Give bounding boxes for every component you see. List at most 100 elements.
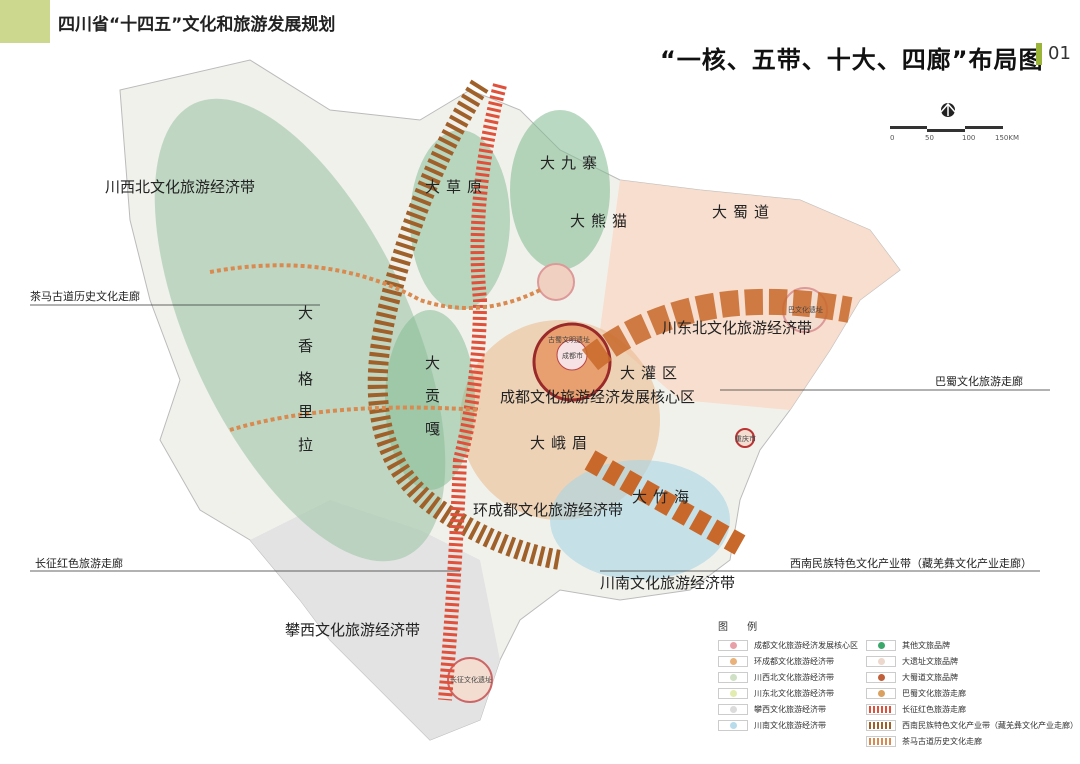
northwest-belt-label: 川西北文化旅游经济带 [105,178,255,196]
legend-swatch [718,704,748,715]
legend-item: 成都文化旅游经济发展核心区 [718,639,858,652]
legend-item: 其他文旅品牌 [866,639,1078,652]
brand-panda: 大熊猫 [570,212,633,230]
legend-label: 茶马古道历史文化走廊 [902,737,982,746]
legend-swatch-mark [877,674,885,681]
legend-swatch-mark [729,674,737,681]
legend-swatch [718,688,748,699]
northwest-belt [154,98,446,562]
tea-horse-corridor [209,263,541,432]
legend-label: 攀西文化旅游经济带 [754,705,826,714]
northeast-belt-label: 川东北文化旅游经济带 [662,319,812,337]
scale-label: 50 [925,134,934,142]
legend-label: 长征红色旅游走廊 [902,705,966,714]
page-marker [1036,43,1042,65]
legend-item: 巴蜀文化旅游走廊 [866,687,1078,700]
legend-swatch-mark [729,722,737,729]
long-march-label: 长征红色旅游走廊 [35,556,123,570]
changzheng-label: 长征文化遗址 [450,675,492,684]
brand-shudao: 大蜀道 [712,203,775,221]
tea-horse-label: 茶马古道历史文化走廊 [30,289,140,303]
brand-gongga: 大贡嘎 [423,355,441,454]
legend-item: 大遗址文旅品牌 [866,655,1078,668]
legend-label: 其他文旅品牌 [902,641,950,650]
ethnic-label: 西南民族特色文化产业带（藏羌彝文化产业走廊） [790,556,1032,570]
legend-label: 大蜀道文旅品牌 [902,673,958,682]
legend-swatch-mark [877,658,885,665]
legend-swatch-mark [869,738,893,745]
legend-label: 大遗址文旅品牌 [902,657,958,666]
scale-label: 0 [890,134,895,142]
legend-swatch [866,704,896,715]
south-belt-label: 川南文化旅游经济带 [600,574,735,592]
legend-label: 环成都文化旅游经济带 [754,657,834,666]
legend-swatch [866,672,896,683]
legend-label: 川东北文化旅游经济带 [754,689,834,698]
page-number: 01 [1048,43,1071,64]
brand-emei: 大峨眉 [530,434,593,452]
legend-swatch-mark [869,706,893,713]
legend-swatch [718,640,748,651]
legend-item: 茶马古道历史文化走廊 [866,735,1078,748]
legend-item: 大蜀道文旅品牌 [866,671,1078,684]
header-tab [0,0,50,43]
brand-irrigation: 大灌区 [620,364,683,382]
bashu-corridor [581,288,853,371]
legend-label: 川南文化旅游经济带 [754,721,826,730]
southwest-ethnic-corridor-east [584,450,746,555]
legend-swatch-mark [877,642,885,649]
bashu-label: 巴蜀文化旅游走廊 [935,374,1023,388]
ring-chengdu-belt-label: 环成都文化旅游经济带 [473,501,623,519]
legend-label: 川西北文化旅游经济带 [754,673,834,682]
legend-swatch [866,688,896,699]
map-title: “一核、五带、十大、四廊”布局图 [660,46,1044,74]
legend-swatch [718,720,748,731]
legend-label: 西南民族特色文化产业带（藏羌彝文化产业走廊） [902,721,1078,730]
legend-item: 环成都文化旅游经济带 [718,655,858,668]
legend-swatch-mark [729,706,737,713]
panxi-belt-label: 攀西文化旅游经济带 [285,621,420,639]
scale-bar [890,126,1003,132]
scale-label: 150KM [995,134,1019,142]
core-label: 成都文化旅游经济发展核心区 [500,388,695,406]
ba-label: 巴文化遗址 [788,305,823,314]
legend-swatch-mark [729,690,737,697]
legend-swatch [866,640,896,651]
legend-swatch [866,736,896,747]
legend: 图 例 成都文化旅游经济发展核心区环成都文化旅游经济带川西北文化旅游经济带川东北… [718,618,1078,748]
long-march-corridor [438,83,507,701]
legend-title: 图 例 [718,622,766,633]
legend-item: 川西北文化旅游经济带 [718,671,858,684]
changzheng-site-circle [447,657,493,703]
doc-title: 四川省“十四五”文化和旅游发展规划 [58,15,336,35]
chongqing-circle [735,428,755,448]
brand-bamboo: 大竹海 [632,488,695,506]
legend-item: 川南文化旅游经济带 [718,719,858,732]
legend-swatch-mark [729,642,737,649]
legend-swatch-mark [869,722,893,729]
brand-jiuzhai: 大九寨 [540,154,603,172]
jiuzhai-area [510,110,610,270]
chengdu-label: 成都市 [562,351,583,360]
legend-item: 攀西文化旅游经济带 [718,703,858,716]
legend-swatch [866,656,896,667]
north-arrow-icon [940,102,956,117]
legend-swatch-mark [877,690,885,697]
grassland-area [410,130,510,310]
legend-item: 西南民族特色文化产业带（藏羌彝文化产业走廊） [866,719,1078,732]
scale-label: 100 [962,134,976,142]
panda-site-circle [537,263,575,301]
gongga-area [385,310,475,490]
south-belt [550,460,730,580]
chongqing-label: 重庆市 [735,434,756,443]
legend-swatch [718,656,748,667]
legend-label: 成都文化旅游经济发展核心区 [754,641,858,650]
legend-column-right: 其他文旅品牌大遗址文旅品牌大蜀道文旅品牌巴蜀文化旅游走廊长征红色旅游走廊西南民族… [866,639,1078,748]
gushu-label: 古蜀文明遗址 [548,335,590,344]
legend-swatch-mark [729,658,737,665]
legend-label: 巴蜀文化旅游走廊 [902,689,966,698]
legend-swatch [866,720,896,731]
legend-column-left: 成都文化旅游经济发展核心区环成都文化旅游经济带川西北文化旅游经济带川东北文化旅游… [718,639,858,748]
panxi-belt [250,500,500,740]
legend-swatch [718,672,748,683]
